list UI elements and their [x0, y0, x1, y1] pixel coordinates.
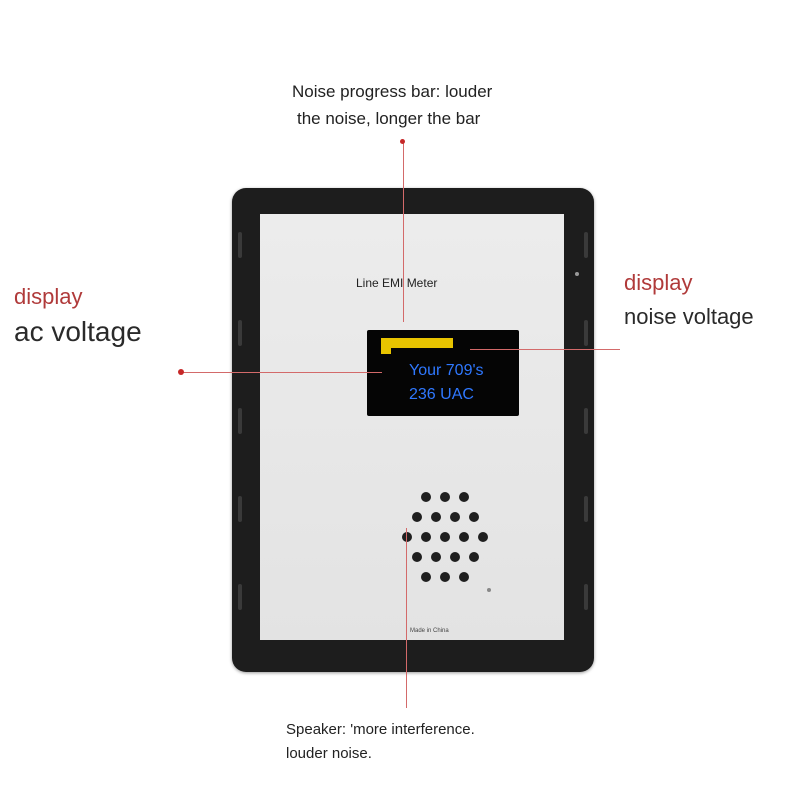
progress-bar-callout-line2: the noise, longer the bar	[297, 109, 481, 128]
ac-voltage-leader-line	[182, 372, 382, 373]
speaker-callout-line1: Speaker: 'more interference.	[286, 721, 475, 738]
noise-progress-bar	[381, 338, 453, 348]
noise-voltage-callout-label: noise voltage	[624, 304, 754, 329]
made-in-label: Made in China	[410, 628, 449, 634]
emi-meter-device: Line EMI Meter Your 709's 236 UAC Made i…	[232, 188, 594, 672]
grip-ridge	[584, 584, 588, 610]
grip-ridge	[238, 408, 242, 434]
speaker-hole	[468, 512, 479, 522]
speaker-hole	[449, 552, 460, 562]
speaker-hole	[440, 492, 450, 502]
speaker-hole	[411, 512, 422, 522]
grip-ridge	[238, 584, 242, 610]
speaker-hole	[440, 532, 450, 542]
device-faceplate: Line EMI Meter Your 709's 236 UAC Made i…	[260, 214, 579, 640]
speaker-callout: Speaker: 'more interference. louder nois…	[286, 718, 475, 766]
grip-ridge	[238, 496, 242, 522]
speaker-hole	[421, 492, 431, 502]
speaker-callout-line2: louder noise.	[286, 745, 372, 762]
display-line-1: Your 709's	[409, 362, 484, 379]
speaker-hole	[478, 532, 488, 542]
speaker-hole	[440, 572, 450, 582]
progress-bar-leader-line	[403, 142, 404, 322]
speaker-hole	[411, 552, 422, 562]
device-name-label: Line EMI Meter	[356, 276, 438, 290]
speaker-hole	[430, 512, 441, 522]
speaker-hole	[402, 532, 412, 542]
speaker-hole	[430, 552, 441, 562]
grip-ridge	[584, 320, 588, 346]
speaker-hole	[468, 552, 479, 562]
noise-voltage-callout-word: display	[624, 270, 693, 295]
noise-voltage-callout: display noise voltage	[624, 266, 754, 334]
ac-voltage-leader-dot	[178, 369, 184, 375]
grip-ridge	[584, 232, 588, 258]
grip-ridge	[584, 408, 588, 434]
speaker-hole	[421, 572, 431, 582]
ac-voltage-callout-label: ac voltage	[14, 316, 142, 347]
progress-bar-callout-line1: Noise progress bar: louder	[292, 82, 493, 101]
indicator-dot	[487, 588, 491, 592]
speaker-hole	[459, 492, 469, 502]
grip-ridge	[584, 496, 588, 522]
speaker-hole	[449, 512, 460, 522]
grip-ridge	[238, 320, 242, 346]
oled-display: Your 709's 236 UAC	[367, 330, 519, 416]
progress-bar-leader-dot	[400, 139, 405, 144]
display-line-2: 236 UAC	[409, 386, 474, 403]
speaker-hole	[421, 532, 431, 542]
ac-voltage-callout: display ac voltage	[14, 284, 142, 348]
progress-bar-callout: Noise progress bar: louder the noise, lo…	[292, 78, 492, 132]
ac-voltage-callout-word: display	[14, 284, 83, 309]
speaker-leader-line	[406, 528, 407, 708]
speaker-hole	[459, 532, 469, 542]
speaker-grille	[390, 486, 500, 606]
speaker-hole	[459, 572, 469, 582]
noise-voltage-leader-line	[470, 349, 620, 350]
grip-ridge	[238, 232, 242, 258]
mounting-dot	[575, 272, 579, 276]
